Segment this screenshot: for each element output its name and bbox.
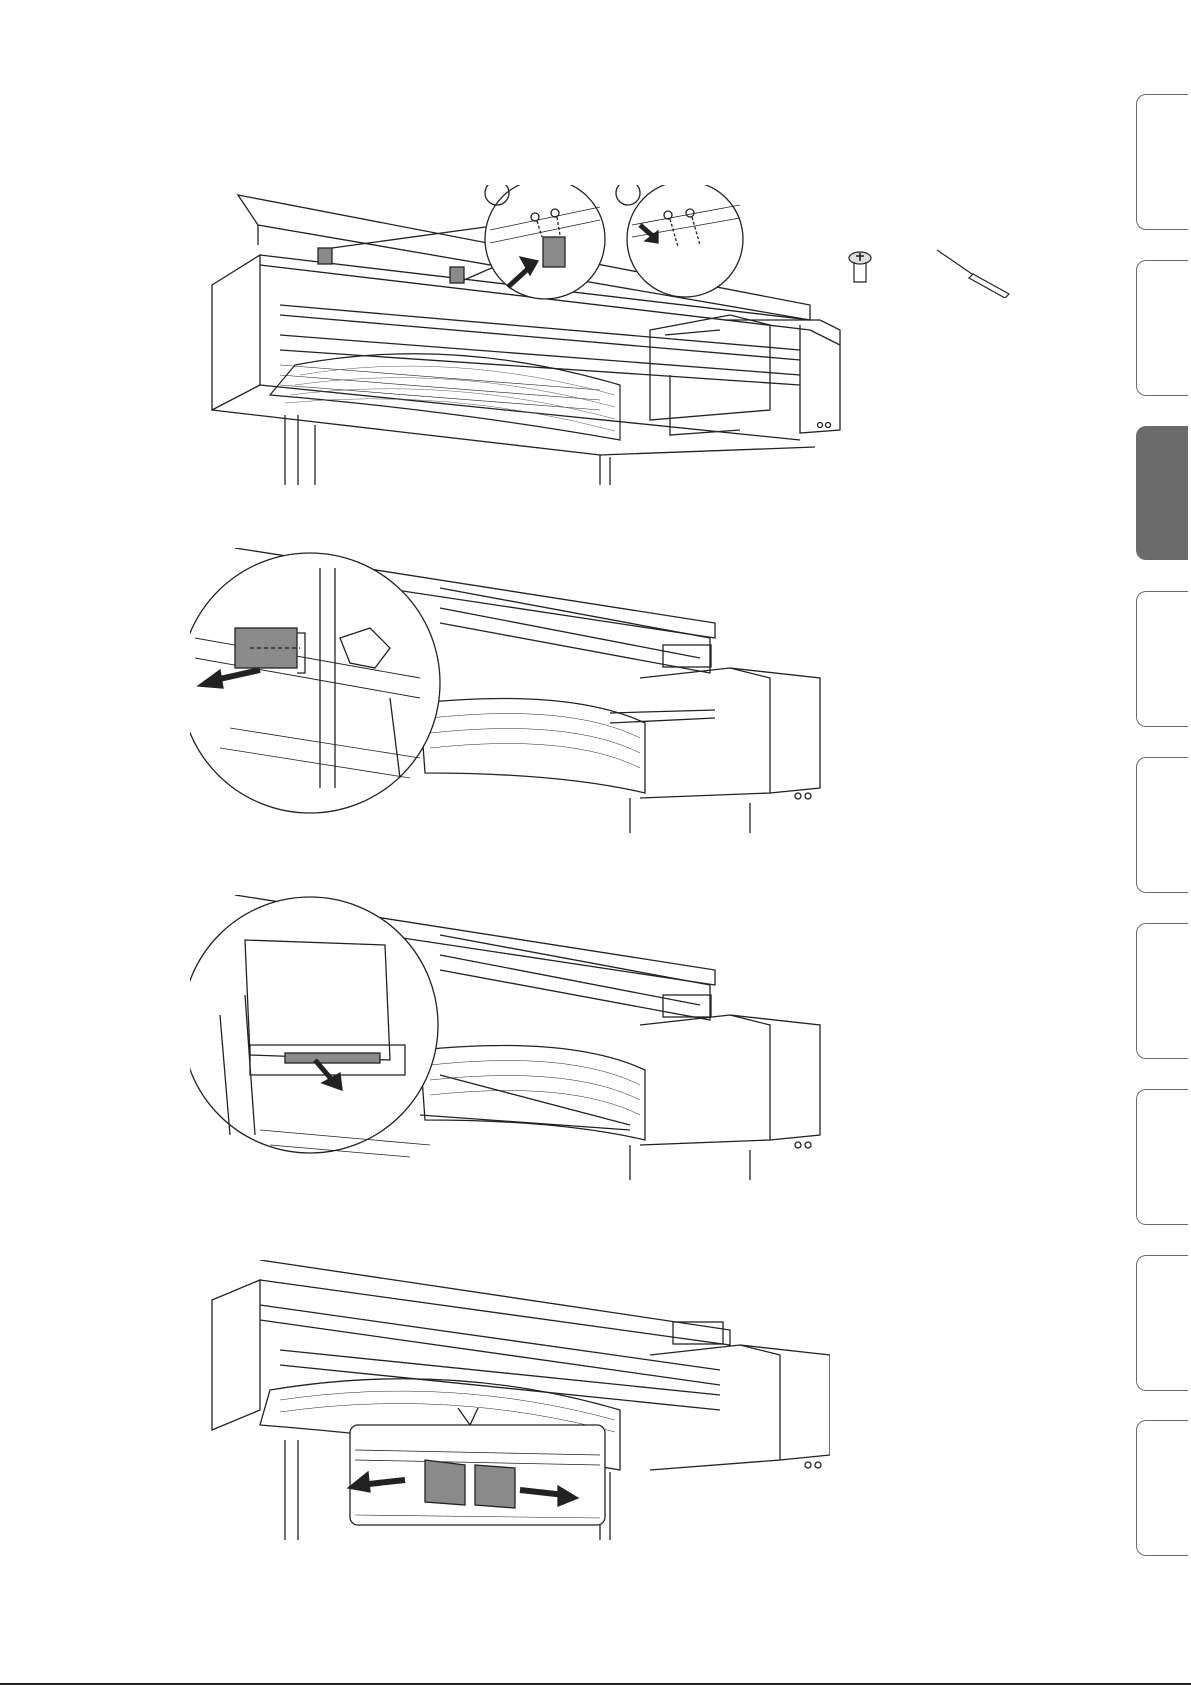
side-tab-5[interactable] bbox=[1136, 757, 1188, 893]
side-tab-8[interactable] bbox=[1136, 1255, 1188, 1391]
step-4-remove-platen-tape-figure bbox=[200, 1260, 830, 1540]
side-tab-1[interactable] bbox=[1136, 94, 1188, 230]
step-1-remove-retainers-figure bbox=[200, 185, 1020, 485]
step-2-slide-carriage-lock-figure bbox=[190, 548, 830, 833]
side-tab-2[interactable] bbox=[1136, 260, 1188, 396]
side-tab-3[interactable] bbox=[1136, 426, 1188, 560]
side-tab-6[interactable] bbox=[1136, 923, 1188, 1059]
screw-icon bbox=[845, 250, 875, 290]
side-tab-7[interactable] bbox=[1136, 1089, 1188, 1225]
screwdriver-icon bbox=[935, 248, 1015, 298]
step-3-remove-cutter-stopper-figure bbox=[190, 895, 830, 1180]
side-tab-4[interactable] bbox=[1136, 591, 1188, 727]
side-tab-9[interactable] bbox=[1136, 1420, 1188, 1556]
